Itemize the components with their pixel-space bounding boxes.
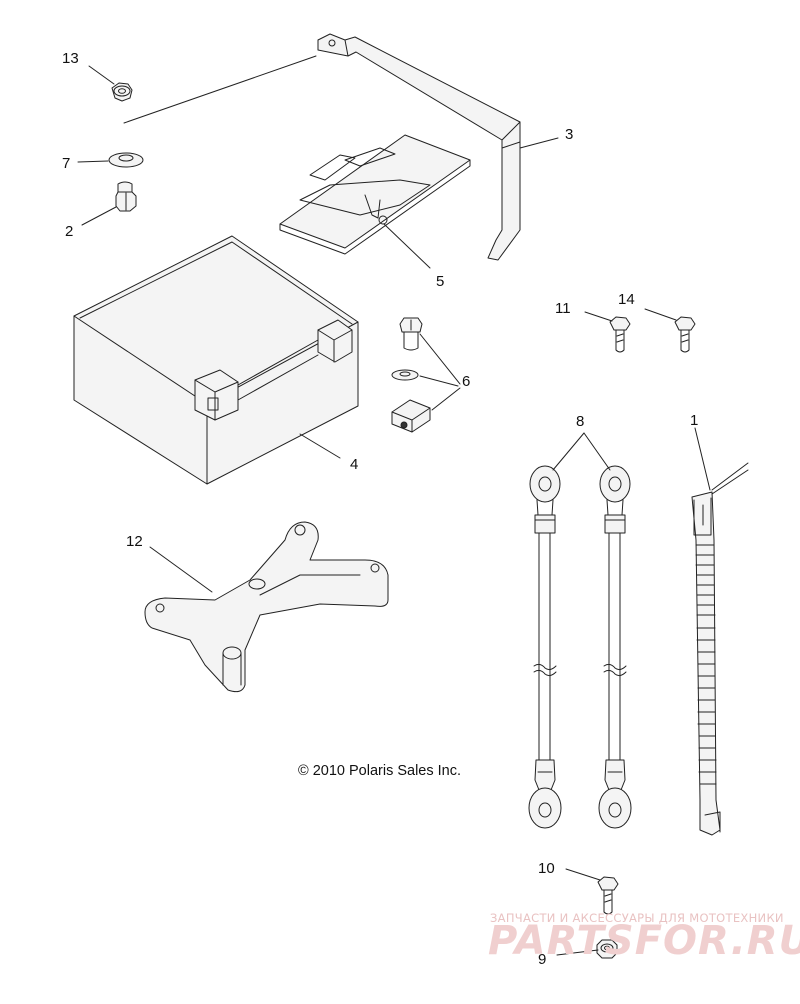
leader-6b: [419, 375, 459, 387]
callout-4: 4: [350, 456, 358, 473]
leader-10: [565, 868, 601, 881]
watermark-tagline: ЗАПЧАСТИ И АКСЕССУАРЫ ДЛЯ МОТОТЕХНИКИ: [490, 911, 784, 925]
part-1-harness: [691, 462, 749, 836]
part-4-battery: [73, 235, 359, 485]
part-13-nut: [111, 82, 133, 102]
leader-6a: [419, 333, 461, 385]
leader-12: [149, 546, 213, 593]
leader-6c: [431, 387, 461, 411]
callout-5: 5: [436, 273, 444, 290]
callout-3: 3: [565, 126, 573, 143]
part-3-bracket: [317, 33, 521, 261]
watermark-logo: PARTSFOR.RU: [488, 918, 800, 964]
leader-8a: [552, 432, 585, 471]
callout-labels: 13 7 2 3 5 4 6 11 14 8 1 12 10 9: [62, 50, 698, 968]
part-8-cable-left: [528, 465, 562, 829]
leader-7: [77, 160, 109, 163]
leader-4: [299, 433, 341, 459]
callout-2: 2: [65, 223, 73, 240]
leader-1: [694, 427, 711, 491]
part-11-bolt: [609, 316, 631, 353]
callout-6: 6: [462, 373, 470, 390]
copyright-notice: © 2010 Polaris Sales Inc.: [298, 763, 462, 779]
leader-3-long: [123, 55, 317, 124]
leader-8b: [583, 432, 611, 471]
leader-3: [519, 137, 559, 149]
part-6-hardware: [391, 317, 431, 433]
callout-11: 11: [555, 300, 571, 317]
leader-9: [556, 949, 599, 956]
callout-10: 10: [538, 860, 555, 877]
callout-12: 12: [126, 533, 143, 550]
callout-13: 13: [62, 50, 79, 67]
part-5-pad: [279, 134, 471, 255]
callout-8: 8: [576, 413, 584, 430]
leader-5: [383, 223, 431, 269]
part-14-bolt: [674, 316, 696, 353]
leader-11: [584, 311, 613, 322]
leader-2: [81, 206, 117, 226]
callout-9: 9: [538, 951, 546, 968]
callout-1: 1: [690, 412, 698, 429]
part-12-bracket: [144, 521, 389, 693]
part-7-washer: [108, 152, 144, 168]
part-10-bolt: [597, 876, 619, 915]
part-8-cable-right: [598, 465, 632, 829]
part-9-nut: [596, 939, 618, 959]
callout-7: 7: [62, 155, 70, 172]
leader-14: [644, 308, 677, 321]
part-2-bolt: [115, 181, 137, 212]
callout-14: 14: [618, 291, 635, 308]
leader-13: [88, 65, 115, 85]
